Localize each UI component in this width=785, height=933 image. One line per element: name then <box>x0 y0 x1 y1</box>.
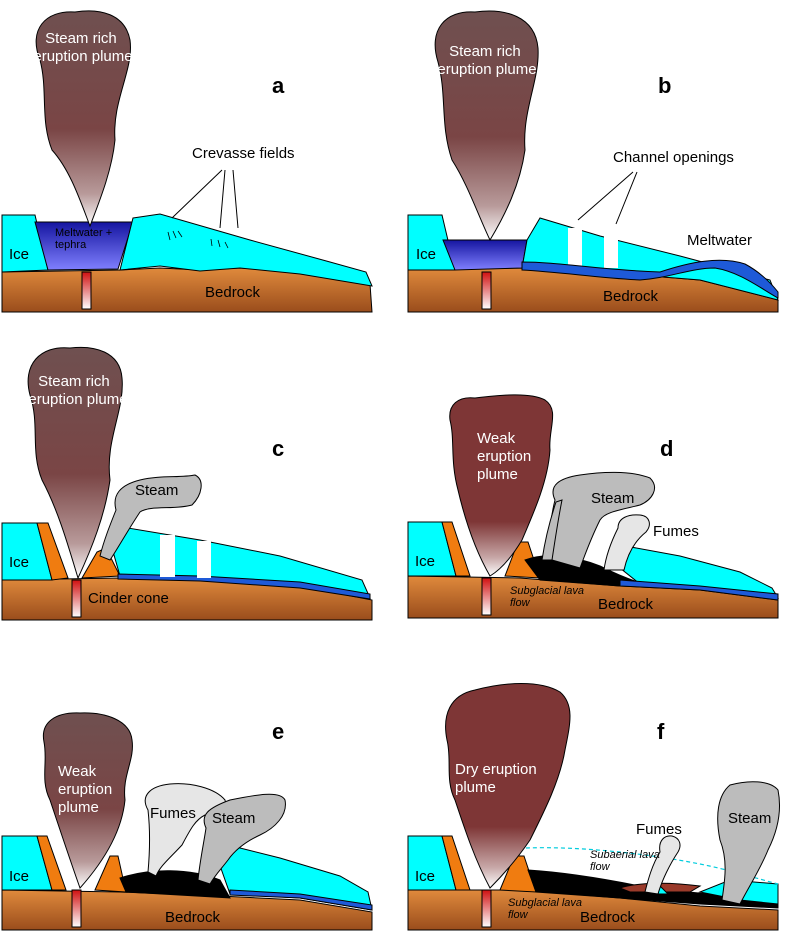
ice-label: Ice <box>415 868 435 885</box>
channel-opening <box>197 541 211 578</box>
panel-f: Dry eruption plume Fumes Steam Subaerial… <box>407 683 781 931</box>
eruption-plume <box>445 683 571 889</box>
fumes-label: Fumes <box>653 523 699 540</box>
cone-label: Cinder cone <box>88 590 169 607</box>
magma-conduit <box>481 271 492 310</box>
magma-conduit <box>71 889 82 928</box>
channel-opening <box>160 535 175 577</box>
panel-d: Weak eruption plume Steam Fumes Ice Subg… <box>407 394 779 619</box>
crevasse-marks <box>167 230 229 249</box>
meltwater-lake <box>442 239 528 271</box>
fumes-label: Fumes <box>636 821 682 838</box>
eruption-plume <box>27 346 123 580</box>
magma-conduit <box>481 889 492 928</box>
cinder-cone <box>94 855 127 893</box>
meltwater-flow <box>117 573 371 600</box>
tuya-edge <box>36 522 69 581</box>
fumes-cloud <box>644 835 681 895</box>
panel-a: Steam rich eruption plume Meltwater + te… <box>1 10 373 313</box>
panel-e: Weak eruption plume Fumes Steam Ice Bedr… <box>1 712 373 931</box>
panel-c: Steam rich eruption plume Steam Ice Cind… <box>1 346 373 621</box>
meltwater-flow <box>229 889 373 911</box>
plume-label: Weak eruption plume <box>58 763 116 816</box>
channel-opening <box>604 234 618 268</box>
tuya-edge <box>441 835 471 891</box>
tuya-edge <box>441 521 471 577</box>
panel-letter: a <box>272 73 285 98</box>
meltwater-label: Meltwater <box>687 232 752 249</box>
ice-label: Ice <box>9 554 29 571</box>
channel-opening <box>568 228 582 266</box>
bedrock-label: Bedrock <box>580 909 636 926</box>
lava-label: Subglacial lava flow <box>508 897 585 921</box>
ice-label: Ice <box>415 553 435 570</box>
magma-conduit <box>81 271 92 310</box>
magma-conduit <box>481 577 492 616</box>
eruption-plume <box>434 10 539 242</box>
meltwater-flow <box>521 259 779 299</box>
panel-letter: f <box>657 719 665 744</box>
steam-label: Steam <box>135 482 178 499</box>
lava-label: Subglacial lava flow <box>510 585 587 609</box>
panel-letter: c <box>272 436 284 461</box>
plume-label: Steam rich eruption plume <box>437 43 536 78</box>
steam-cloud <box>197 793 286 885</box>
fumes-cloud <box>144 783 226 877</box>
eruption-plume <box>42 712 133 889</box>
steam-cloud <box>99 474 202 561</box>
panel-letter: e <box>272 719 284 744</box>
plume-label: Steam rich eruption plume <box>33 30 132 65</box>
magma-conduit <box>71 579 82 618</box>
bedrock-label: Bedrock <box>205 284 261 301</box>
meltwater-flow <box>619 579 779 601</box>
panel-letter: b <box>658 73 671 98</box>
fumes-cloud <box>603 514 650 571</box>
steam-label: Steam <box>591 490 634 507</box>
ice-label: Ice <box>9 246 29 263</box>
plume-label: Dry eruption plume <box>455 761 541 796</box>
panel-b: Steam rich eruption plume Ice Bedrock Ch… <box>407 10 779 313</box>
steam-label: Steam <box>212 810 255 827</box>
crevasse-label: Crevasse fields <box>192 145 295 162</box>
meltwater-lake <box>34 221 134 271</box>
ice-right <box>119 213 373 287</box>
channels-label: Channel openings <box>613 149 734 166</box>
bedrock-label: Bedrock <box>165 909 221 926</box>
steam-cloud <box>541 499 563 561</box>
steam-cloud <box>549 471 655 569</box>
fumes-label: Fumes <box>150 805 196 822</box>
eruption-plume <box>35 10 131 228</box>
lake-label: Meltwater + tephra <box>55 227 115 251</box>
ice-label: Ice <box>9 868 29 885</box>
plume-label: Weak eruption plume <box>477 430 535 483</box>
panel-letter: d <box>660 436 673 461</box>
plume-label: Steam rich eruption plume <box>28 373 127 408</box>
channel-leader-lines <box>577 171 638 225</box>
eruption-plume <box>449 394 554 577</box>
tuya-edge <box>36 835 67 891</box>
steam-cloud <box>717 781 781 905</box>
crevasse-leader-lines <box>171 169 239 229</box>
bedrock-label: Bedrock <box>603 288 659 305</box>
steam-label: Steam <box>728 810 771 827</box>
bedrock-label: Bedrock <box>598 596 654 613</box>
subaerial-label: Subaerial lava flow <box>590 849 663 873</box>
ice-label: Ice <box>416 246 436 263</box>
